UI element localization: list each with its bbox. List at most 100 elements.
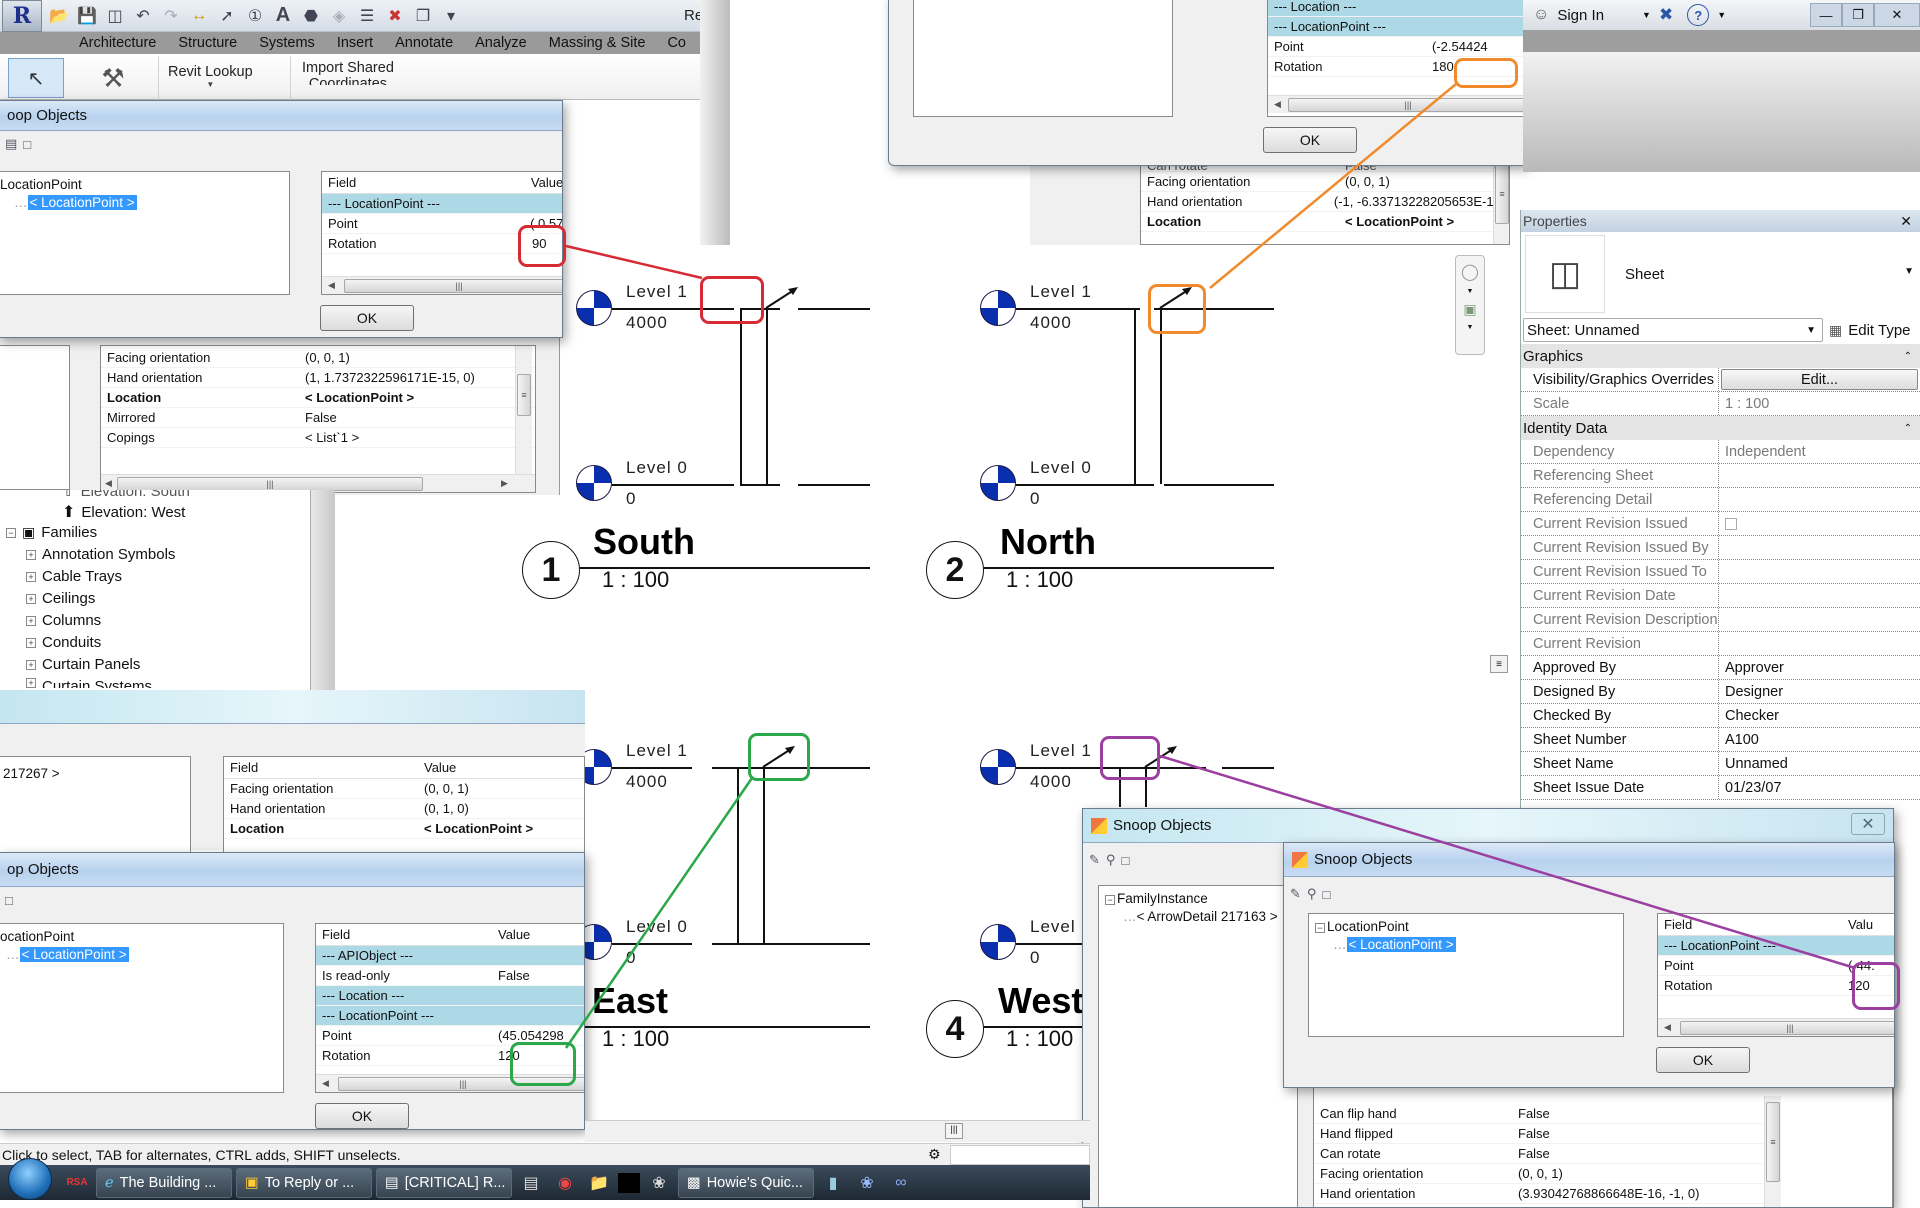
column-header-field[interactable]: Field [1664,917,1693,932]
folder-icon[interactable]: 📁 [589,1174,609,1192]
column-header-field[interactable]: Field [322,927,351,942]
collapse-icon[interactable]: − [1315,923,1325,933]
canvas-horizontal-scrollbar[interactable]: ||| [585,1120,1090,1142]
column-header-value[interactable]: Value [424,760,457,775]
category-identity-data[interactable]: Identity Data⌃ [1521,416,1920,440]
tree-selected-item[interactable]: < LocationPoint > [19,947,129,962]
restore-button[interactable]: ❐ [1842,3,1874,27]
horizontal-scrollbar[interactable]: ◀ ||| ▶ [101,474,535,492]
category-graphics[interactable]: Graphics⌃ [1521,344,1920,368]
scroll-left-icon[interactable]: ◀ [105,478,112,488]
scroll-right-icon[interactable]: ▶ [501,478,508,488]
tab-analyze[interactable]: Analyze [475,35,527,51]
dialog-title-bar[interactable]: Snoop Objects ✕ [1083,809,1893,843]
revit-lookup-button[interactable]: Revit Lookup ▼ [168,64,253,89]
object-tree[interactable]: ocationPoint …< LocationPoint > [0,923,284,1093]
start-button[interactable] [8,1158,52,1200]
scroll-thumb[interactable]: ≡ [517,374,531,416]
expand-icon[interactable]: + [26,678,36,688]
instance-filter-dropdown[interactable]: Sheet: Unnamed▼ [1523,318,1823,342]
scroll-left-icon[interactable]: ◀ [322,1078,329,1088]
grid-row[interactable]: Point(45.054298 [316,1026,584,1046]
scroll-thumb[interactable]: ||| [338,1077,584,1091]
help-button[interactable]: ? [1687,4,1710,26]
chrome-icon[interactable]: ◉ [558,1174,572,1192]
collapse-icon[interactable]: ⌃ [1903,350,1912,362]
expand-icon[interactable]: + [26,637,36,648]
property-value-input[interactable]: Unnamed [1725,755,1788,772]
tab-architecture[interactable]: Architecture [79,35,157,51]
browser-item-elevation-south[interactable]: ⇧Elevation: South [62,490,190,498]
taskbar-button-reply[interactable]: ▣To Reply or ... [236,1167,372,1198]
snoop-copy-icon[interactable]: □ [1322,886,1331,902]
grid-row[interactable]: Point(-2.54424 [1268,37,1527,57]
switch-windows-icon[interactable]: ❐ [415,7,431,25]
snoop-pick-icon[interactable]: ✎ [1290,886,1301,901]
browser-item-columns[interactable]: +Columns [26,612,101,629]
network-icon[interactable]: ❀ [860,1174,874,1192]
tree-node-locationpoint[interactable]: LocationPoint [0,177,82,192]
steering-wheel-icon[interactable]: ◯ [1461,264,1479,281]
expand-icon[interactable]: + [26,549,36,560]
tab-systems[interactable]: Systems [259,35,315,51]
exchange-apps-icon[interactable]: ✖ [1658,5,1674,24]
ok-button[interactable]: OK [315,1103,409,1129]
save-icon[interactable]: 💾 [77,7,97,25]
scroll-thumb[interactable]: ||| [1288,98,1527,112]
object-tree[interactable]: LocationPoint …< LocationPoint > [0,171,290,295]
tab-annotate[interactable]: Annotate [395,35,454,51]
expand-icon[interactable]: + [26,659,36,670]
tab-insert[interactable]: Insert [336,35,374,51]
edit-visibility-button[interactable]: Edit... [1721,369,1918,390]
arrow-detail-icon[interactable] [764,285,804,311]
ok-button[interactable]: OK [320,305,414,331]
close-icon[interactable]: ✕ [1900,212,1912,229]
column-header-value[interactable]: Value [530,175,563,190]
help-dropdown-icon[interactable]: ▼ [1717,10,1727,20]
edit-type-button[interactable]: Edit Type [1848,321,1911,339]
taskbar-button-critical[interactable]: ▤[CRITICAL] R... [376,1167,512,1198]
column-header-value[interactable]: Valu [1848,917,1874,932]
expand-icon[interactable]: + [26,615,36,626]
browser-item-curtain-systems[interactable]: +Curtain Systems [26,678,152,688]
arrow-detail-icon[interactable] [1158,285,1198,311]
worksets-icon[interactable]: ⚙ [928,1146,941,1162]
expand-icon[interactable]: + [26,593,36,604]
tree-node-arrowdetail[interactable]: …< ArrowDetail 217163 > [1123,909,1278,924]
dropdown-arrow-icon[interactable]: ▼ [1466,324,1474,331]
browser-scrollbar[interactable] [310,490,335,690]
minimize-button[interactable]: — [1810,3,1842,27]
property-value-input[interactable]: 01/23/07 [1725,779,1782,796]
scroll-thumb[interactable]: ||| [117,477,423,491]
dialog-title-bar[interactable]: Snoop Objects [1284,843,1894,877]
scroll-left-icon[interactable]: ◀ [1274,99,1281,109]
grid-row[interactable]: Location< LocationPoint > [101,388,535,408]
taskbar-button-howie[interactable]: ▩Howie's Quic... [678,1167,814,1198]
sign-in-button[interactable]: Sign In [1557,6,1605,24]
object-tree[interactable]: −LocationPoint …< LocationPoint > [1308,913,1624,1037]
section-icon[interactable]: ◈ [332,7,346,25]
property-value-input[interactable]: A100 [1725,731,1759,748]
cmd-icon[interactable] [618,1172,640,1193]
snoop-copy-icon[interactable]: □ [23,136,32,152]
horizontal-scrollbar[interactable]: ◀ ||| [1268,95,1527,113]
dropdown-arrow-icon[interactable]: ▼ [1466,288,1474,295]
tab-massing-site[interactable]: Massing & Site [548,35,646,51]
property-value-input[interactable]: Designer [1725,683,1784,700]
horizontal-scrollbar[interactable]: ◀ ||| [1658,1018,1894,1036]
elevation-view-south[interactable]: Level 1 4000 Level 0 0 1 South 1 : 100 [522,265,960,599]
scroll-thumb[interactable]: ||| [344,279,562,293]
revit-app-menu-button[interactable]: R [2,0,42,32]
tab-collaborate[interactable]: Co [667,35,686,51]
grid-row[interactable]: Location< LocationPoint > [1314,1204,1774,1207]
undo-icon[interactable]: ↶ [136,7,150,25]
grid-row[interactable]: Copings< List`1 > [101,428,535,448]
sign-in-dropdown-icon[interactable]: ▼ [1642,10,1651,20]
